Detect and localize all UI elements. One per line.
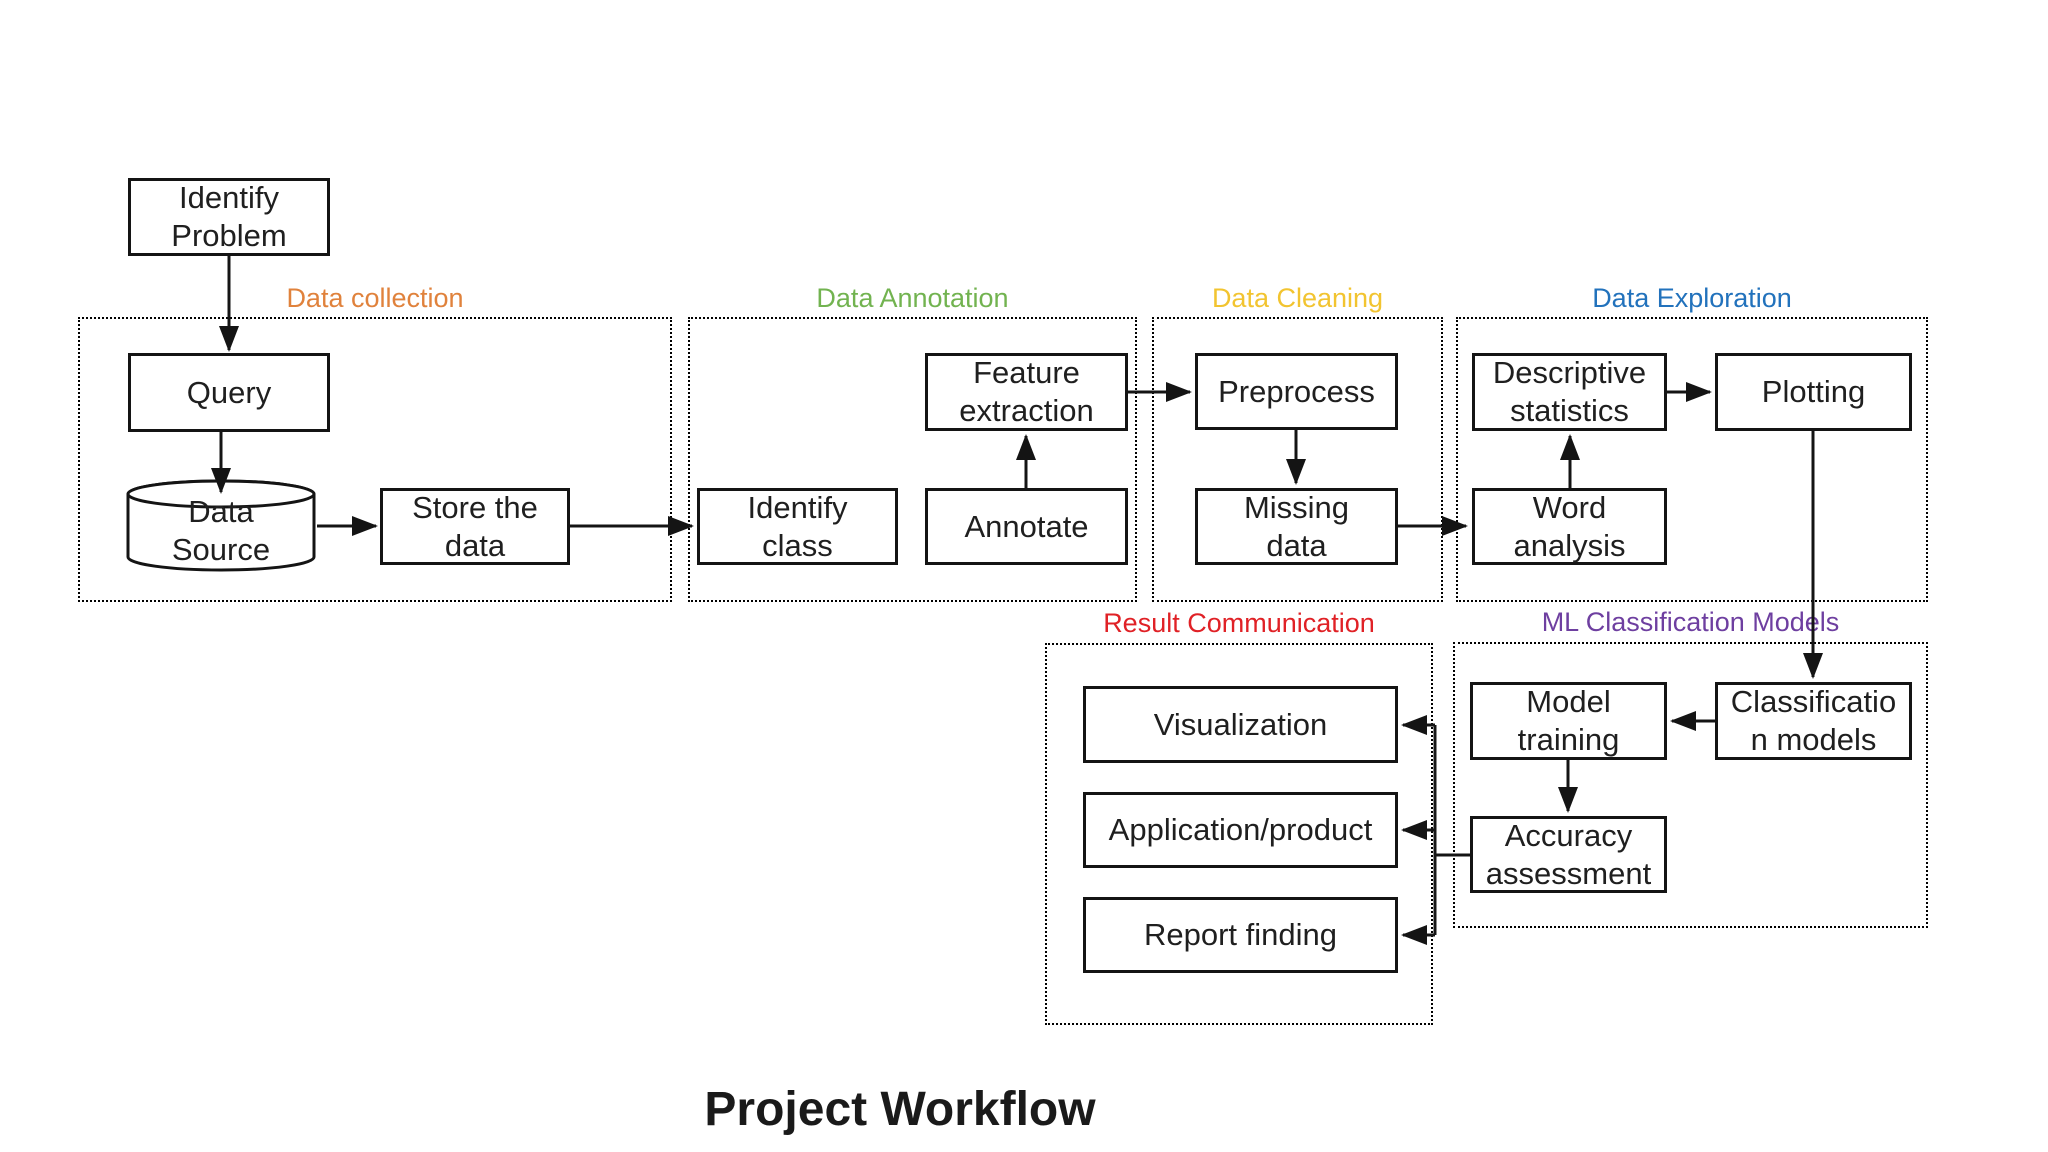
node-preprocess: Preprocess xyxy=(1195,353,1398,430)
group-data-collection xyxy=(78,317,672,602)
node-data-source: Data Source xyxy=(125,477,317,574)
group-label-data-annotation: Data Annotation xyxy=(816,283,1009,313)
group-label-data-exploration: Data Exploration xyxy=(1592,283,1792,313)
node-identify-problem: Identify Problem xyxy=(128,178,330,256)
diagram-title: Project Workflow xyxy=(704,1083,1096,1136)
node-feature-extraction: Feature extraction xyxy=(925,353,1128,431)
node-store-the-data: Store the data xyxy=(380,488,570,565)
node-query: Query xyxy=(128,353,330,432)
node-visualization: Visualization xyxy=(1083,686,1398,763)
node-report-finding: Report finding xyxy=(1083,897,1398,973)
node-plotting: Plotting xyxy=(1715,353,1912,431)
node-application-product: Application/product xyxy=(1083,792,1398,868)
group-label-data-cleaning: Data Cleaning xyxy=(1211,283,1384,313)
group-result-communication xyxy=(1045,643,1433,1025)
node-missing-data: Missing data xyxy=(1195,488,1398,565)
node-identify-class: Identify class xyxy=(697,488,898,565)
node-data-source-label: Data Source xyxy=(171,493,271,567)
node-accuracy-assessment: Accuracy assessment xyxy=(1470,816,1667,893)
node-word-analysis: Word analysis xyxy=(1472,488,1667,565)
group-data-exploration xyxy=(1456,317,1928,602)
node-model-training: Model training xyxy=(1470,682,1667,760)
group-label-data-collection: Data collection xyxy=(286,283,464,313)
group-data-cleaning xyxy=(1152,317,1443,602)
node-descriptive-statistics: Descriptive statistics xyxy=(1472,353,1667,431)
node-classification-models: Classificatio n models xyxy=(1715,682,1912,760)
group-label-ml-classification-models: ML Classification Models xyxy=(1541,607,1840,637)
group-label-result-communication: Result Communication xyxy=(1103,608,1375,638)
database-cylinder-icon xyxy=(126,479,316,572)
group-data-annotation xyxy=(688,317,1137,602)
node-annotate: Annotate xyxy=(925,488,1128,565)
